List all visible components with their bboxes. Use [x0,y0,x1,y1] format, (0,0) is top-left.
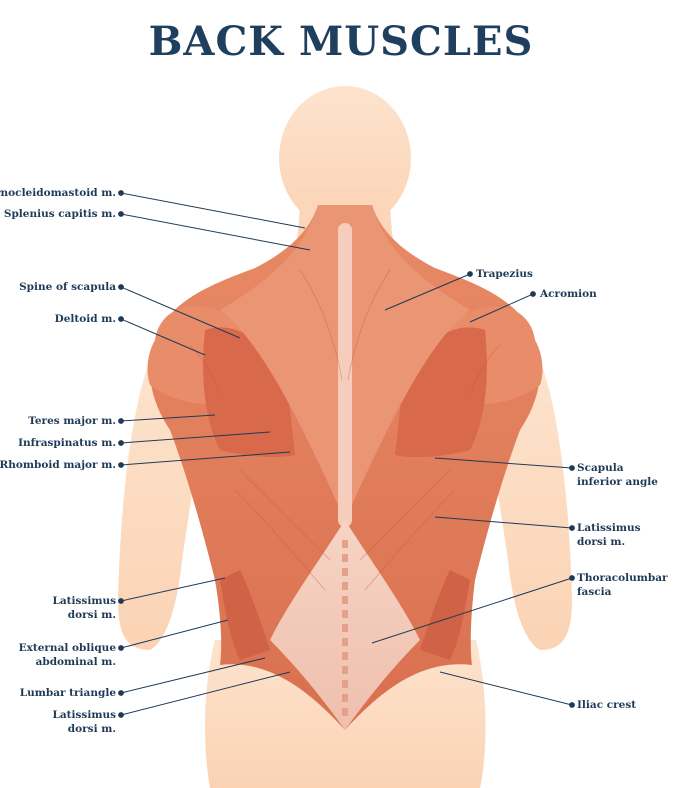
label-acromion: Acromion [540,287,597,301]
label-latissimus-dorsi-right-line: dorsi m. [577,536,626,548]
right-oblique [420,570,470,660]
label-thoracolumbar-fascia: Thoracolumbar fascia [577,571,668,599]
latissimus-dorsi-left-lower-leader-line [120,671,291,716]
thoracolumbar-fascia-leader-dot [569,575,575,581]
acromion-leader-line [469,293,534,323]
label-latissimus-dorsi-left-upper-line: dorsi m. [67,609,116,621]
label-external-oblique-line: abdominal m. [35,656,116,668]
iliac-crest-leader-dot [569,702,575,708]
latissimus-dorsi-left-upper-leader-line [120,577,226,602]
label-deltoid-line: Deltoid m. [54,313,116,325]
label-latissimus-dorsi-left-lower-line: Latissimus [52,709,117,721]
label-external-oblique-line: External oblique [18,642,116,654]
page-title: BACK MUSCLES [148,18,534,65]
label-scapula-inferior-angle-line: inferior angle [577,476,658,488]
infraspinatus-leader-dot [118,440,124,446]
label-latissimus-dorsi-left-lower-line: dorsi m. [67,723,116,735]
left-oblique [220,570,270,660]
label-iliac-crest: Iliac crest [577,698,636,712]
label-latissimus-dorsi-left-lower: Latissimus dorsi m. [53,708,117,736]
infraspinatus-leader-line [120,431,271,444]
scapula-inferior-angle-leader-line [434,457,573,469]
label-latissimus-dorsi-right-line: Latissimus [577,522,641,534]
latissimus-dorsi-left-upper-leader-dot [118,598,124,604]
sternocleidomastoid-leader-line [120,192,306,229]
acromion-leader-dot [530,291,536,297]
label-infraspinatus: Infraspinatus m. [18,436,116,450]
muscle-fibers [189,269,501,591]
rhomboid-major-leader-line [120,451,291,466]
label-scapula-inferior-angle: Scapula inferior angle [577,461,658,489]
label-lumbar-triangle-line: Lumbar triangle [19,687,116,699]
label-latissimus-dorsi-left-upper-line: Latissimus [52,595,117,607]
trapezius-leader-dot [467,271,473,277]
label-thoracolumbar-fascia-line: Thoracolumbar [577,572,668,584]
label-thoracolumbar-fascia-line: fascia [577,586,612,598]
label-lumbar-triangle: Lumbar triangle [20,686,116,700]
label-scapula-inferior-angle-line: Scapula [577,462,624,474]
label-trapezius: Trapezius [476,267,533,281]
lumbar-triangle-leader-line [120,657,266,694]
sternocleidomastoid-leader-dot [118,190,124,196]
label-spine-of-scapula: Spine of scapula [19,280,116,294]
external-oblique-leader-dot [118,645,124,651]
teres-major-leader-line [120,414,216,422]
label-rhomboid-major-line: Rhomboid major m. [0,459,116,471]
label-external-oblique: External oblique abdominal m. [19,641,116,669]
deltoid-leader-dot [118,316,124,322]
label-latissimus-dorsi-right: Latissimus dorsi m. [577,521,641,549]
lumbar-triangle-leader-dot [118,690,124,696]
external-oblique-leader-line [120,619,229,649]
label-deltoid: Deltoid m. [55,312,116,326]
splenius-capitis-leader-dot [118,211,124,217]
iliac-crest-leader-line [439,671,573,706]
label-splenius-capitis-line: Splenius capitis m. [3,208,116,220]
label-acromion-line: Acromion [540,288,597,300]
label-rhomboid-major: Rhomboid major m. [0,458,116,472]
label-sternocleidomastoid-line: Sternocleidomastoid m. [0,187,116,199]
latissimus-dorsi-left-lower-leader-dot [118,712,124,718]
label-teres-major-line: Teres major m. [28,415,116,427]
scapula-inferior-angle-leader-dot [569,465,575,471]
label-trapezius-line: Trapezius [476,268,533,280]
deltoid-leader-line [120,318,206,356]
thoracolumbar-fascia-leader-line [371,577,573,644]
spine-of-scapula-leader-line [120,286,241,339]
splenius-capitis-leader-line [120,213,311,251]
label-latissimus-dorsi-left-upper: Latissimus dorsi m. [53,594,117,622]
latissimus-dorsi-right-leader-line [434,516,573,529]
label-splenius-capitis: Splenius capitis m. [4,207,116,221]
latissimus-dorsi-right-leader-dot [569,525,575,531]
rhomboid-major-leader-dot [118,462,124,468]
trapezius-leader-line [384,273,471,311]
label-spine-of-scapula-line: Spine of scapula [19,281,116,293]
spine-of-scapula-leader-dot [118,284,124,290]
teres-major-leader-dot [118,418,124,424]
label-sternocleidomastoid: Sternocleidomastoid m. [0,186,116,200]
label-iliac-crest-line: Iliac crest [577,699,637,711]
label-teres-major: Teres major m. [28,414,116,428]
label-infraspinatus-line: Infraspinatus m. [18,437,116,449]
